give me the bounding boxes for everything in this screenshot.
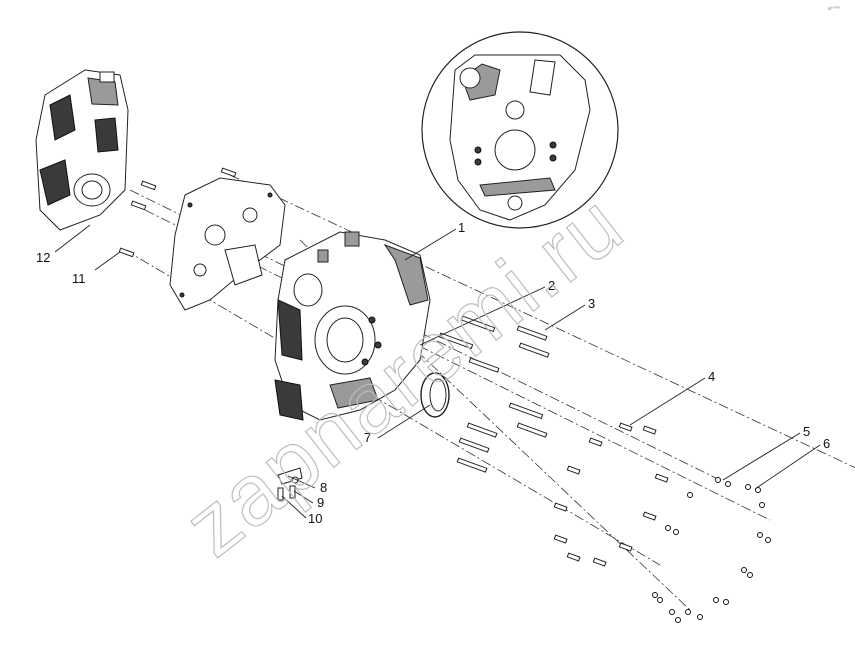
callout-11: 11 <box>72 271 86 286</box>
bolt-icon <box>118 167 669 567</box>
callout-6: 6 <box>823 436 830 451</box>
callout-4: 4 <box>708 369 715 384</box>
nut-icon <box>652 477 771 623</box>
callout-8: 8 <box>320 480 327 495</box>
timing-housing-icon <box>35 69 129 231</box>
detail-view-icon <box>421 31 619 229</box>
leader-lines <box>54 224 821 519</box>
flywheel-housing-icon <box>274 231 431 421</box>
callout-2: 2 <box>548 278 555 293</box>
callout-12: 12 <box>36 250 50 265</box>
callout-9: 9 <box>317 495 324 510</box>
callout-10: 10 <box>308 511 322 526</box>
callout-3: 3 <box>588 296 595 311</box>
callout-1: 1 <box>458 220 465 235</box>
callout-7: 7 <box>364 430 371 445</box>
callout-labels: 1 2 3 4 5 6 7 8 9 10 11 12 <box>36 220 830 526</box>
callout-5: 5 <box>803 424 810 439</box>
corner-mark: a⁰ ⁰⁰⁰ <box>828 6 840 12</box>
gasket-icon <box>169 177 286 311</box>
